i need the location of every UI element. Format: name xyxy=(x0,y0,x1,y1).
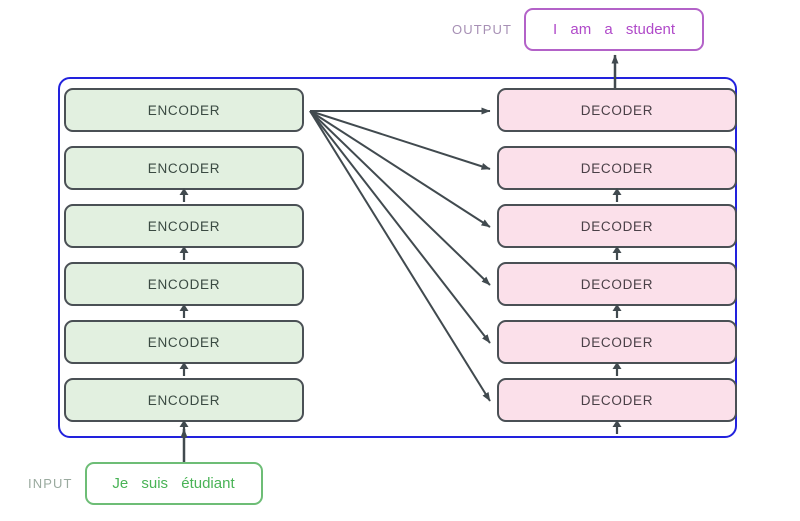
up-arrow-icon xyxy=(179,188,189,202)
encoder-stack: ENCODER ENCODER ENCODER ENCODER ENCODER xyxy=(64,88,304,434)
up-arrow-icon xyxy=(612,188,622,202)
up-arrow-icon xyxy=(179,246,189,260)
encoder-block-2[interactable]: ENCODER xyxy=(64,146,304,202)
decoder-block-4[interactable]: DECODER xyxy=(497,262,737,318)
encoder-block-5[interactable]: ENCODER xyxy=(64,320,304,376)
decoder-block-3[interactable]: DECODER xyxy=(497,204,737,260)
encoder-label: ENCODER xyxy=(147,334,221,350)
decoder-label: DECODER xyxy=(580,218,654,234)
decoder-block-5[interactable]: DECODER xyxy=(497,320,737,376)
decoder-block-2[interactable]: DECODER xyxy=(497,146,737,202)
encoder-label: ENCODER xyxy=(147,392,221,408)
up-arrow-icon xyxy=(612,304,622,318)
encoder-block-6[interactable]: ENCODER xyxy=(64,378,304,434)
encoder-label: ENCODER xyxy=(147,160,221,176)
input-text-box[interactable]: Je suis étudiant xyxy=(84,462,263,505)
decoder-label: DECODER xyxy=(580,102,654,118)
decoder-block-1[interactable]: DECODER xyxy=(497,88,737,132)
input-label: INPUT xyxy=(28,476,73,491)
decoder-block-6[interactable]: DECODER xyxy=(497,378,737,434)
model-container xyxy=(58,77,737,438)
encoder-block-4[interactable]: ENCODER xyxy=(64,262,304,318)
output-label: OUTPUT xyxy=(452,22,513,37)
decoder-label: DECODER xyxy=(580,392,654,408)
output-text: I am a student xyxy=(553,21,676,38)
input-row: INPUT Je suis étudiant xyxy=(28,462,263,505)
decoder-label: DECODER xyxy=(580,160,654,176)
up-arrow-icon xyxy=(179,304,189,318)
input-text: Je suis étudiant xyxy=(112,475,235,492)
up-arrow-icon xyxy=(612,246,622,260)
encoder-label: ENCODER xyxy=(147,102,221,118)
encoder-label: ENCODER xyxy=(147,218,221,234)
encoder-block-3[interactable]: ENCODER xyxy=(64,204,304,260)
decoder-stack: DECODER DECODER DECODER DECODER DECODER xyxy=(497,88,737,434)
output-row: OUTPUT I am a student xyxy=(452,8,705,51)
encoder-block-1[interactable]: ENCODER xyxy=(64,88,304,132)
up-arrow-icon xyxy=(612,362,622,376)
encoder-label: ENCODER xyxy=(147,276,221,292)
decoder-label: DECODER xyxy=(580,276,654,292)
up-arrow-icon xyxy=(179,362,189,376)
output-text-box[interactable]: I am a student xyxy=(524,8,705,51)
decoder-label: DECODER xyxy=(580,334,654,350)
